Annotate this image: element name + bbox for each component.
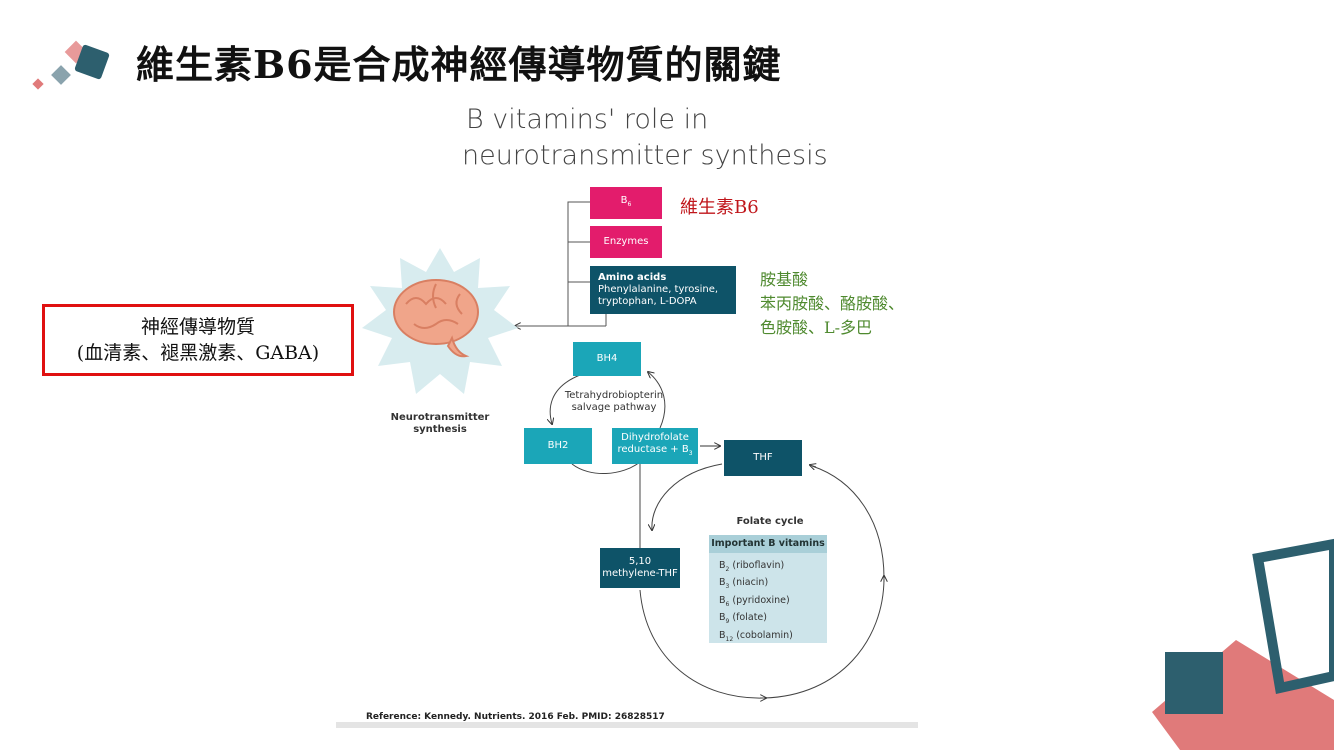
amino-cn-annotation: 胺基酸 苯丙胺酸、酪胺酸、 色胺酸、L-多巴 — [760, 268, 904, 340]
slide-title: 維生素B6是合成神經傳導物質的關鍵 — [136, 42, 782, 87]
dhf-sub: 3 — [688, 450, 693, 457]
b6-sub: 6 — [627, 201, 632, 208]
vitamin-item: B9 (folate) — [719, 612, 767, 626]
neurotransmitter-synthesis-label: Neurotransmitter synthesis — [390, 412, 490, 436]
important-vitamins-panel: Important B vitamins B2 (riboflavin) B3 … — [709, 535, 827, 643]
dhf-reductase-box: Dihydrofolate reductase + B3 — [612, 428, 698, 464]
reference-text: Reference: Kennedy. Nutrients. 2016 Feb.… — [366, 712, 665, 722]
brain-icon — [362, 248, 518, 394]
diagram-title-line2: neurotransmitter synthesis — [462, 140, 828, 171]
vitamins-list: B2 (riboflavin) B3 (niacin) B6 (pyridoxi… — [709, 553, 827, 646]
nt-label-line1: Neurotransmitter — [390, 412, 490, 423]
vitamins-header: Important B vitamins — [709, 535, 827, 553]
b6-box: B6 — [590, 187, 662, 219]
amino-line2: tryptophan, L-DOPA — [598, 296, 697, 307]
enzymes-box: Enzymes — [590, 226, 662, 258]
amino-line1: Phenylalanine, tyrosine, — [598, 284, 719, 295]
diagram-title-line1: B vitamins' role in — [466, 104, 709, 135]
amino-cn-line3: 色胺酸、L-多巴 — [760, 318, 873, 337]
amino-cn-line1: 胺基酸 — [760, 270, 809, 289]
bh4-box: BH4 — [573, 342, 641, 376]
corner-decoration — [1152, 538, 1334, 750]
dhf-line2: reductase + B — [617, 444, 689, 455]
amino-title: Amino acids — [598, 272, 667, 283]
title-decoration-icon — [32, 40, 110, 90]
vitamin-item: B3 (niacin) — [719, 577, 769, 591]
salvage-line2: salvage pathway — [571, 402, 657, 413]
salvage-pathway-label: Tetrahydrobiopterin salvage pathway — [564, 390, 664, 414]
amino-acids-box: Amino acids Phenylalanine, tyrosine, try… — [590, 266, 736, 314]
b6-cn-annotation: 維生素B6 — [680, 197, 759, 218]
vitamin-item: B2 (riboflavin) — [719, 560, 785, 573]
nt-cn-line2: (血清素、褪黑激素、GABA) — [76, 342, 320, 364]
neurotransmitter-cn-box: 神經傳導物質 (血清素、褪黑激素、GABA) — [42, 304, 354, 376]
folate-cycle-label: Folate cycle — [736, 516, 804, 527]
vitamin-item: B6 (pyridoxine) — [719, 594, 790, 608]
salvage-line1: Tetrahydrobiopterin — [564, 390, 664, 401]
nt-label-line2: synthesis — [413, 424, 467, 435]
amino-cn-line2: 苯丙胺酸、酪胺酸、 — [760, 294, 905, 313]
nt-cn-line1: 神經傳導物質 — [140, 316, 255, 338]
methylene-line2: methylene-THF — [602, 568, 678, 579]
bh2-box: BH2 — [524, 428, 592, 464]
dhf-line1: Dihydrofolate — [621, 432, 689, 443]
methylene-thf-box: 5,10 methylene-THF — [600, 548, 680, 588]
vitamin-item: B12 (cobolamin) — [719, 629, 793, 643]
methylene-line1: 5,10 — [628, 556, 652, 567]
b6-label: B — [620, 195, 628, 206]
reference-bar — [336, 722, 918, 728]
thf-box: THF — [724, 440, 802, 476]
